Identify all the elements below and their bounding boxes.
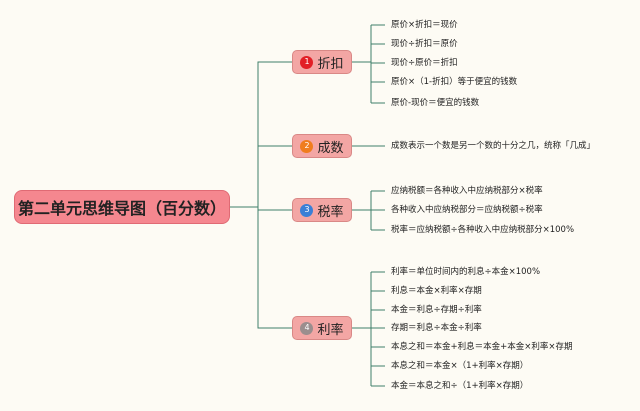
- formula-item: 税率＝应纳税额÷各种收入中应纳税部分×100%: [391, 225, 575, 235]
- branch-tax-rate: 3 税率: [292, 198, 352, 222]
- formula-item: 各种收入中应纳税部分＝应纳税额÷税率: [391, 205, 543, 215]
- number-badge: 4: [300, 321, 314, 335]
- formula-item: 现价÷原价＝折扣: [391, 58, 458, 68]
- branch-discount: 1 折扣: [292, 50, 352, 74]
- root-node: 第二单元思维导图（百分数）: [14, 190, 230, 224]
- branch-label: 成数: [317, 140, 344, 156]
- formula-item: 成数表示一个数是另一个数的十分之几，统称「几成」: [391, 141, 596, 151]
- formula-item: 原价-现价＝便宜的钱数: [391, 98, 480, 108]
- number-badge: 3: [300, 203, 314, 217]
- formula-item: 原价×（1-折扣）等于便宜的钱数: [391, 77, 518, 87]
- formula-item: 存期＝利息÷本金÷利率: [391, 323, 482, 333]
- formula-item: 现价÷折扣＝原价: [391, 39, 458, 49]
- formula-item: 原价×折扣＝现价: [391, 20, 458, 30]
- formula-item: 利息＝本金×利率×存期: [391, 286, 482, 296]
- branch-proportion: 2 成数: [292, 134, 352, 158]
- formula-item: 本息之和＝本金×（1+利率×存期）: [391, 361, 529, 371]
- branch-label: 折扣: [317, 56, 344, 72]
- root-title: 第二单元思维导图（百分数）: [17, 199, 226, 218]
- formula-item: 本金＝利息÷存期÷利率: [391, 305, 482, 315]
- formula-item: 本金＝本息之和÷（1+利率×存期）: [391, 381, 529, 391]
- branch-interest-rate: 4 利率: [292, 316, 352, 340]
- branch-label: 税率: [317, 204, 344, 220]
- formula-item: 利率＝单位时间内的利息÷本金×100%: [391, 267, 541, 277]
- formula-item: 应纳税额＝各种收入中应纳税部分×税率: [391, 186, 543, 196]
- formula-item: 本息之和＝本金+利息＝本金+本金×利率×存期: [391, 342, 573, 352]
- branch-label: 利率: [317, 322, 344, 338]
- number-badge: 1: [300, 55, 314, 69]
- number-badge: 2: [300, 139, 314, 153]
